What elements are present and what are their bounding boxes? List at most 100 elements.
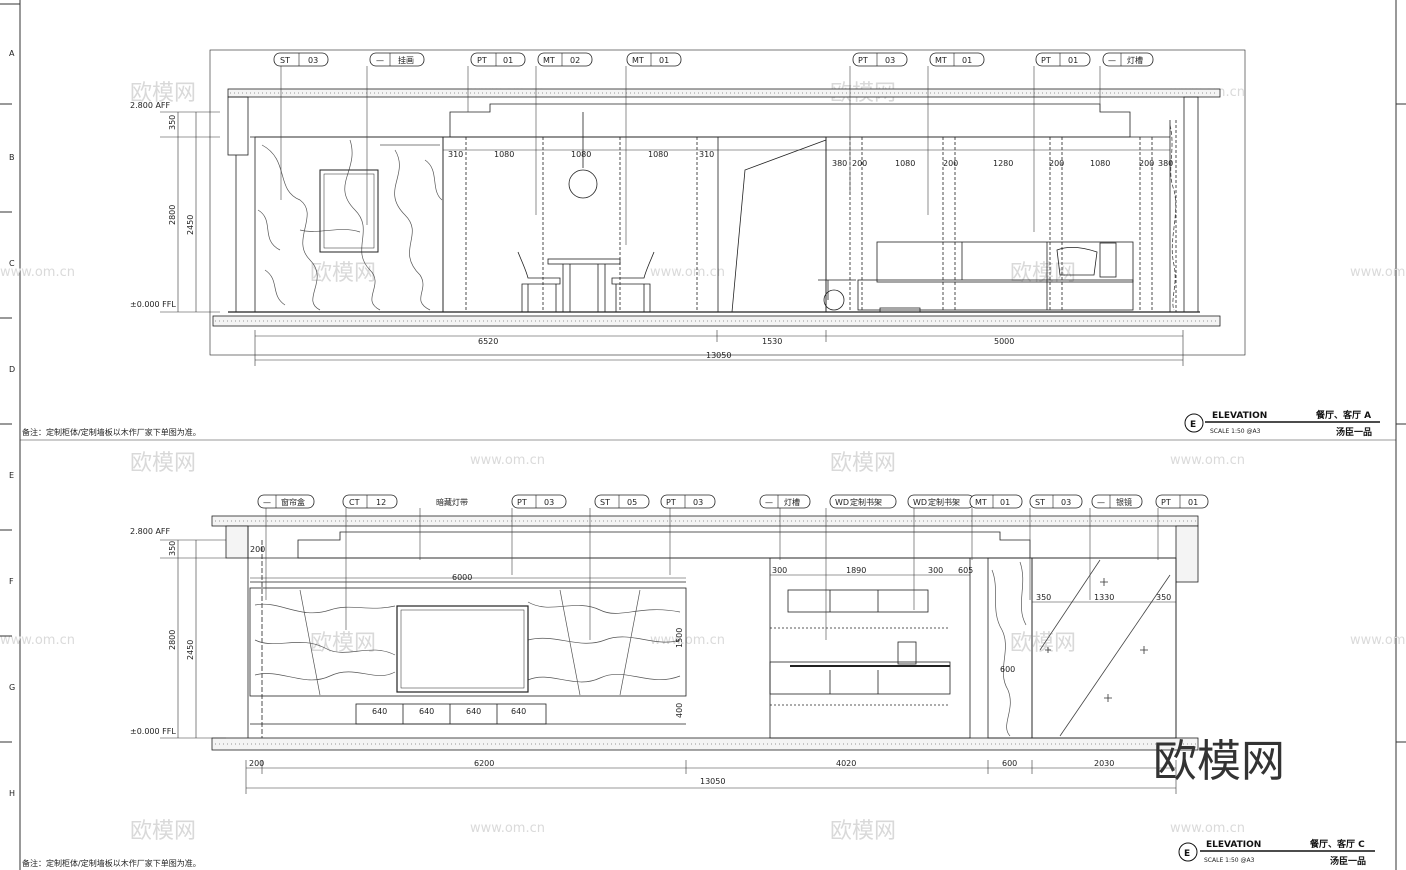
svg-text:—: —	[1108, 56, 1116, 65]
svg-text:MT: MT	[935, 56, 947, 65]
watermark-url: www.om.cn	[650, 265, 725, 280]
svg-text:03: 03	[544, 498, 554, 507]
svg-text:01: 01	[1188, 498, 1198, 507]
material-tag: PT 03	[511, 494, 567, 509]
bookshelf-unit	[769, 557, 971, 739]
room-name: 餐厅、客厅 A	[1315, 409, 1371, 421]
elevation-c	[160, 508, 1199, 794]
material-tag: — 灯槽	[759, 494, 811, 509]
row-label-h: H	[9, 789, 15, 798]
horizontal-dims-a	[254, 149, 1184, 366]
door-opening	[718, 136, 827, 313]
material-tag: ST 05	[594, 494, 650, 509]
material-tag: WD 定制书架	[907, 494, 975, 509]
dim-label: 1080	[571, 150, 591, 159]
dim-total-label: 13050	[706, 351, 731, 360]
svg-text:—: —	[765, 498, 773, 507]
watermark-logo: 欧模网	[130, 451, 196, 476]
vine-detail	[1169, 124, 1177, 311]
dim-label: 350	[1156, 593, 1171, 602]
row-label-e: E	[9, 471, 14, 480]
dim-label: 2450	[186, 640, 195, 660]
material-tag: MT 01	[626, 52, 682, 67]
svg-text:PT: PT	[517, 498, 527, 507]
svg-text:PT: PT	[1161, 498, 1171, 507]
svg-text:ST: ST	[280, 56, 290, 65]
material-tag: — 挂画	[369, 52, 425, 67]
watermark-logo: 欧模网	[310, 261, 376, 286]
svg-text:03: 03	[885, 56, 895, 65]
svg-text:01: 01	[503, 56, 513, 65]
svg-text:PT: PT	[477, 56, 487, 65]
watermark-url: www.om.cn	[1170, 821, 1245, 836]
material-tag: PT 01	[470, 52, 526, 67]
dim-label: 600	[1000, 665, 1015, 674]
dim-total-label: 13050	[700, 777, 725, 786]
dim-label: 1330	[1094, 593, 1114, 602]
svg-text:03: 03	[1061, 498, 1071, 507]
level-top-label: 2.800 AFF	[130, 527, 171, 536]
dim-label: 600	[1002, 759, 1017, 768]
watermark-logo: 欧模网	[830, 819, 896, 844]
material-tag: ST 03	[1029, 494, 1083, 509]
elevation-title: ELEVATION	[1206, 840, 1261, 850]
watermark-url: www.om.cn	[470, 453, 545, 468]
material-tag: PT 01	[1155, 494, 1209, 509]
dim-label: 605	[958, 566, 973, 575]
svg-text:挂画: 挂画	[398, 55, 414, 65]
row-label-a: A	[9, 49, 15, 58]
silver-mirror	[1031, 557, 1177, 739]
marble-veining	[257, 139, 443, 311]
dim-label: 350	[168, 115, 177, 130]
tv-screen	[396, 605, 529, 693]
title-letter: E	[1184, 849, 1190, 859]
svg-text:PT: PT	[666, 498, 676, 507]
svg-text:ST: ST	[1035, 498, 1045, 507]
material-tag: PT 03	[852, 52, 908, 67]
dim-label: 2800	[168, 630, 177, 650]
dim-label: 200	[250, 545, 265, 554]
dim-label: 2450	[186, 215, 195, 235]
material-tag: MT 01	[969, 494, 1023, 509]
tags-a: ST 03 — 挂画 PT 01 MT 02 MT 01	[273, 52, 1154, 67]
elevation-a	[160, 49, 1246, 366]
dim-label: 380	[832, 159, 847, 168]
dim-label: 200	[943, 159, 958, 168]
svg-text:—: —	[376, 56, 384, 65]
svg-text:灯槽: 灯槽	[1127, 55, 1143, 65]
horizontal-dims-c	[245, 574, 1177, 794]
material-tag: MT 01	[929, 52, 985, 67]
svg-text:银镜: 银镜	[1116, 497, 1132, 507]
dim-label: 380	[1158, 159, 1173, 168]
material-tag: — 灯槽	[1102, 52, 1154, 67]
cabinet-dim: 640	[419, 707, 434, 716]
left-column	[227, 96, 249, 156]
svg-text:01: 01	[659, 56, 669, 65]
svg-text:01: 01	[962, 56, 972, 65]
watermark-url: www.om.cn	[1350, 265, 1406, 280]
svg-text:03: 03	[693, 498, 703, 507]
dim-label: 1080	[1090, 159, 1110, 168]
material-tag: PT 01	[1035, 52, 1091, 67]
ceiling-slab	[227, 88, 1221, 98]
dim-label: 350	[1036, 593, 1051, 602]
svg-text:ST: ST	[600, 498, 610, 507]
level-top-label: 2.800 AFF	[130, 101, 171, 110]
svg-text:PT: PT	[858, 56, 868, 65]
tags-c: — 窗帘盒 CT 12 暗藏灯带 PT 03 ST 05 PT 03	[257, 494, 1209, 509]
dim-label: 1500	[675, 628, 684, 648]
vertical-dims-c	[160, 539, 226, 739]
svg-text:定制书架: 定制书架	[850, 497, 882, 507]
dim-label: 1080	[895, 159, 915, 168]
dim-label: 310	[699, 150, 714, 159]
sofa	[857, 241, 1134, 313]
svg-text:WD: WD	[913, 498, 927, 507]
vertical-dims-a	[160, 111, 220, 313]
dim-label: 300	[772, 566, 787, 575]
drawing-note: 备注：定制柜体/定制墙板以木作厂家下单图为准。	[22, 427, 201, 437]
project-name: 汤臣一品	[1330, 855, 1366, 867]
row-label-f: F	[9, 577, 14, 586]
dim-label: 5000	[994, 337, 1014, 346]
